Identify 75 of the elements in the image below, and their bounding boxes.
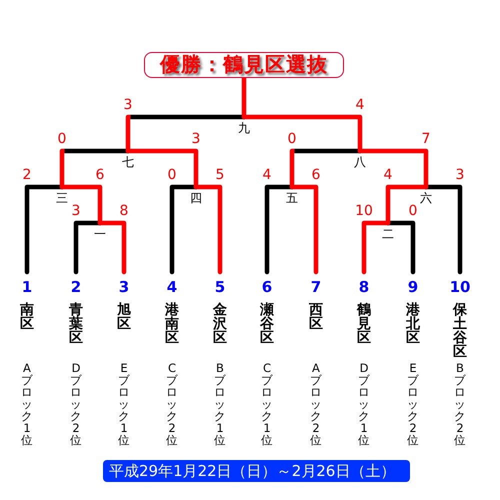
bracket-line (290, 184, 318, 274)
team-name: 瀬谷区 (259, 303, 275, 345)
bracket-line (362, 220, 390, 274)
block-rank: Cブロック2位 (166, 362, 178, 446)
match-number: 四 (190, 192, 202, 205)
score-label: 4 (384, 168, 392, 183)
bracket-line (386, 184, 428, 226)
bracket-line (170, 184, 198, 274)
seed-number: 5 (214, 279, 226, 295)
seed-number: 1 (22, 279, 32, 295)
score-label: 7 (422, 132, 430, 147)
seed-number: 6 (262, 279, 272, 295)
score-label: 8 (120, 204, 128, 219)
team-name: 保土谷区 (452, 303, 468, 359)
seed-number: 7 (310, 279, 322, 295)
score-label: 5 (216, 168, 224, 183)
score-label: 3 (192, 132, 200, 147)
score-label: 3 (124, 98, 132, 113)
bracket-line (98, 220, 126, 274)
block-rank: Cブロック1位 (260, 362, 274, 446)
bracket-line (264, 184, 294, 274)
match-number: 九 (238, 122, 250, 135)
block-rank: Dブロック2位 (70, 362, 82, 446)
match-number: 三 (56, 192, 68, 205)
block-rank: Eブロック2位 (406, 362, 420, 446)
match-number: 一 (94, 228, 106, 241)
seed-number: 9 (408, 279, 418, 295)
block-rank: Eブロック1位 (118, 362, 130, 446)
team-name: 旭区 (116, 303, 132, 331)
team-name: 金沢区 (212, 303, 228, 345)
champion-banner: 優勝：鶴見区選抜 (144, 52, 344, 78)
score-label: 4 (262, 168, 272, 183)
match-number: 六 (420, 192, 432, 205)
seed-number: 4 (166, 279, 178, 295)
score-label: 0 (288, 132, 296, 147)
block-rank: Aブロック2位 (310, 362, 322, 446)
match-number: 七 (122, 156, 134, 169)
bracket-line (424, 184, 462, 274)
block-rank: Bブロック2位 (454, 362, 466, 446)
bracket-line (126, 148, 198, 190)
team-name: 港北区 (405, 303, 421, 345)
seed-number: 8 (358, 279, 370, 295)
team-name: 西区 (308, 303, 324, 331)
block-rank: Bブロック1位 (214, 362, 226, 446)
match-number: 五 (286, 192, 298, 205)
seed-number: 2 (70, 279, 82, 295)
score-label: 6 (96, 168, 104, 183)
seed-number: 10 (450, 279, 470, 295)
bracket-line (242, 114, 362, 154)
match-number: 八 (354, 156, 366, 169)
score-label: 10 (355, 204, 373, 219)
score-label: 4 (356, 98, 364, 113)
block-rank: Aブロック1位 (20, 362, 34, 446)
team-name: 南区 (19, 303, 35, 331)
bracket-line (24, 184, 64, 274)
match-number: 二 (382, 228, 394, 241)
bracket-line (358, 148, 428, 190)
score-label: 6 (312, 168, 320, 183)
bracket-line (60, 184, 102, 226)
bracket-line (386, 220, 416, 274)
team-name: 鶴見区 (356, 303, 372, 345)
team-name: 港南区 (164, 303, 180, 345)
score-label: 0 (408, 204, 418, 219)
bracket-line (194, 184, 222, 274)
bracket-line (74, 220, 102, 274)
score-label: 3 (72, 204, 80, 219)
team-name: 青葉区 (68, 303, 84, 345)
score-label: 2 (22, 168, 32, 183)
date-banner: 平成29年1月22日（日）～2月26日（土） (103, 460, 410, 482)
score-label: 3 (456, 168, 464, 183)
seed-number: 3 (118, 279, 130, 295)
score-label: 0 (58, 132, 66, 147)
bracket-line (242, 76, 246, 120)
block-rank: Dブロック1位 (358, 362, 370, 446)
score-label: 0 (168, 168, 176, 183)
